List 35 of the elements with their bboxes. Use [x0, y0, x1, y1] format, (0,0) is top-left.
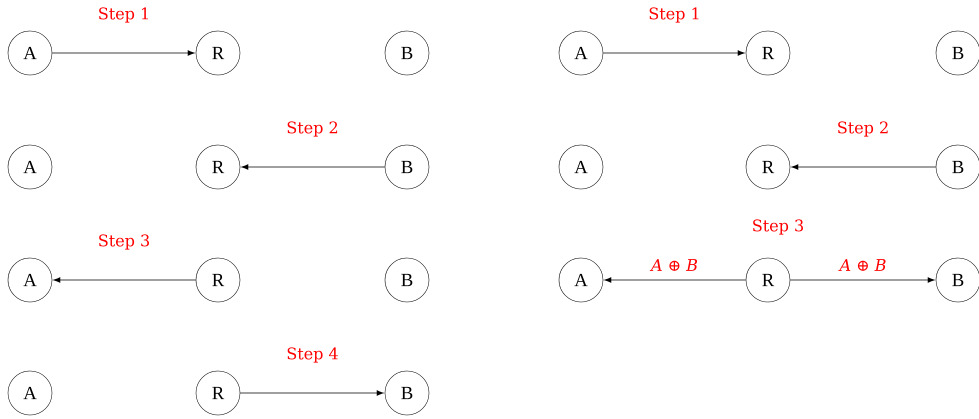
edge-label: Step 3: [99, 234, 149, 250]
edge-label: Step 1: [650, 7, 698, 23]
circle-node: R: [196, 258, 240, 302]
circle-node: A: [8, 258, 52, 302]
edge-label: A ⊕ B: [650, 259, 698, 271]
step-label: Step 3: [753, 219, 803, 235]
arrow: [52, 50, 194, 56]
arrow: [54, 277, 196, 283]
circle-node: B: [384, 144, 430, 190]
circle-node: R: [746, 258, 790, 302]
edge-label: Step 1: [99, 7, 148, 23]
circle-node: B: [384, 258, 430, 302]
circle-node: B: [384, 370, 430, 416]
circle-node: R: [746, 144, 790, 190]
edge-label: Step 2: [288, 121, 338, 137]
circle-node: A: [558, 258, 604, 302]
circle-node: R: [196, 144, 240, 190]
arrow: [240, 390, 384, 396]
circle-node: R: [196, 370, 240, 416]
edge-label: Step 4: [288, 347, 338, 363]
circle-node: R: [746, 30, 790, 76]
circle-node: R: [196, 30, 240, 76]
circle-node: A: [558, 30, 604, 76]
edge-label: Step 2: [838, 121, 888, 137]
arrow: [242, 164, 386, 170]
circle-node: A: [558, 144, 604, 190]
circle-node: A: [8, 30, 52, 76]
circle-node: A: [8, 370, 52, 416]
arrow: [790, 277, 934, 283]
arrow: [602, 50, 744, 56]
arrow: [604, 277, 746, 283]
edge-label: A ⊕ B: [838, 259, 886, 271]
circle-node: B: [384, 30, 430, 76]
arrow: [792, 164, 936, 170]
circle-node: A: [8, 144, 52, 190]
